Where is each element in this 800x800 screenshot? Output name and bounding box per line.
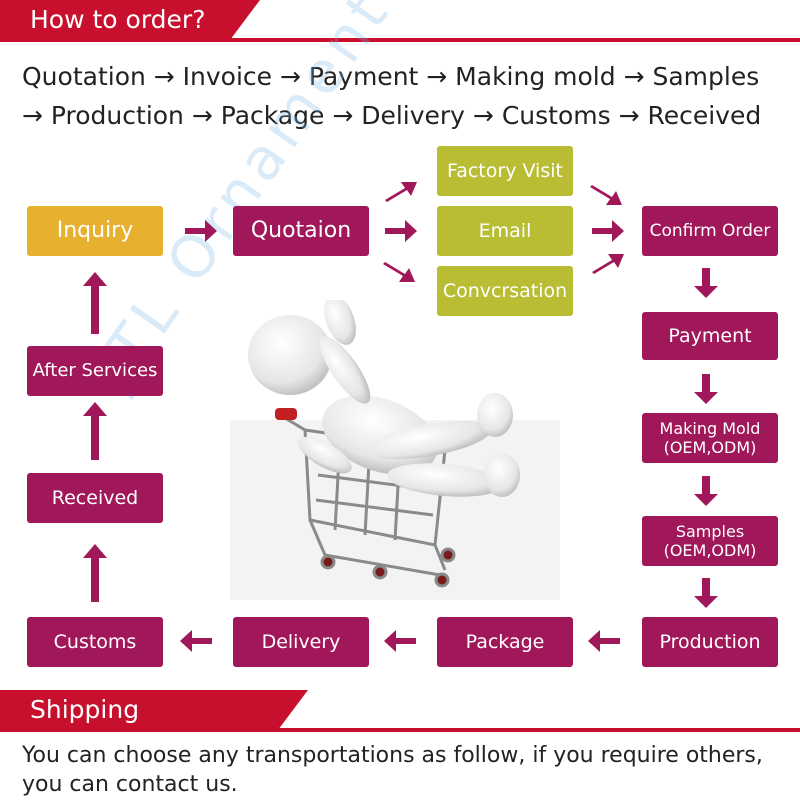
email-label: Email xyxy=(478,219,532,242)
customs-label: Customs xyxy=(53,630,137,653)
samples-sublabel: (OEM,ODM) xyxy=(663,541,757,560)
arrow-left-icon xyxy=(180,630,212,652)
after-services-label: After Services xyxy=(32,360,158,382)
delivery-label: Delivery xyxy=(261,630,341,653)
arrow-up-right-icon xyxy=(385,182,417,202)
factory-visit-label: Factory Visit xyxy=(447,159,563,182)
making-mold-label: Making Mold xyxy=(659,418,761,438)
making-mold-sublabel: (OEM,ODM) xyxy=(663,438,757,457)
arrow-left-icon xyxy=(384,630,416,652)
quotation-label: Quotaion xyxy=(250,217,352,243)
inquiry-step: Inquiry xyxy=(27,206,163,256)
steps-summary-line-2: → Production → Package → Delivery → Cust… xyxy=(22,101,762,130)
making-mold-step: Making Mold (OEM,ODM) xyxy=(642,413,778,463)
arrow-down-right-icon xyxy=(383,262,415,282)
conversation-label: Convcrsation xyxy=(442,279,568,302)
email-step: Email xyxy=(437,206,573,256)
shipping-description: You can choose any transportations as fo… xyxy=(22,742,763,799)
after-services-step: After Services xyxy=(27,346,163,396)
payment-label: Payment xyxy=(668,324,752,347)
shipping-line-2: you can contact us. xyxy=(22,771,238,797)
arrow-up-icon xyxy=(83,402,107,460)
how-to-order-heading: How to order? xyxy=(0,0,260,40)
arrow-up-icon xyxy=(83,272,107,334)
delivery-step: Delivery xyxy=(233,617,369,667)
arrow-down-icon xyxy=(694,578,718,608)
payment-step: Payment xyxy=(642,312,778,360)
arrow-up-icon xyxy=(83,544,107,602)
customs-step: Customs xyxy=(27,617,163,667)
samples-label: Samples xyxy=(675,521,745,541)
production-label: Production xyxy=(659,630,761,653)
shipping-rule xyxy=(0,728,800,732)
received-step: Received xyxy=(27,473,163,523)
arrow-down-icon xyxy=(694,476,718,506)
arrow-up-right-icon xyxy=(592,254,624,274)
conversation-step: Convcrsation xyxy=(437,266,573,316)
steps-summary-line-1: Quotation → Invoice → Payment → Making m… xyxy=(22,62,760,91)
shipping-heading: Shipping cooperator: xyxy=(0,690,308,764)
production-step: Production xyxy=(642,617,778,667)
arrow-down-icon xyxy=(694,374,718,404)
quotation-step: Quotaion xyxy=(233,206,369,256)
received-label: Received xyxy=(51,486,139,509)
arrow-down-icon xyxy=(694,268,718,298)
shipping-line-1: You can choose any transportations as fo… xyxy=(22,743,763,768)
shopping-cart-figure-illustration xyxy=(230,300,560,600)
samples-step: Samples (OEM,ODM) xyxy=(642,516,778,566)
factory-visit-step: Factory Visit xyxy=(437,146,573,196)
confirm-order-label: Confirm Order xyxy=(649,220,771,241)
arrow-down-right-icon xyxy=(590,185,622,205)
arrow-left-icon xyxy=(588,630,620,652)
inquiry-label: Inquiry xyxy=(56,217,134,243)
arrow-right-icon xyxy=(592,220,624,242)
confirm-order-step: Confirm Order xyxy=(642,206,778,256)
header-rule xyxy=(0,38,800,42)
arrow-right-icon xyxy=(185,220,217,242)
package-step: Package xyxy=(437,617,573,667)
arrow-right-icon xyxy=(385,220,417,242)
package-label: Package xyxy=(465,630,545,653)
